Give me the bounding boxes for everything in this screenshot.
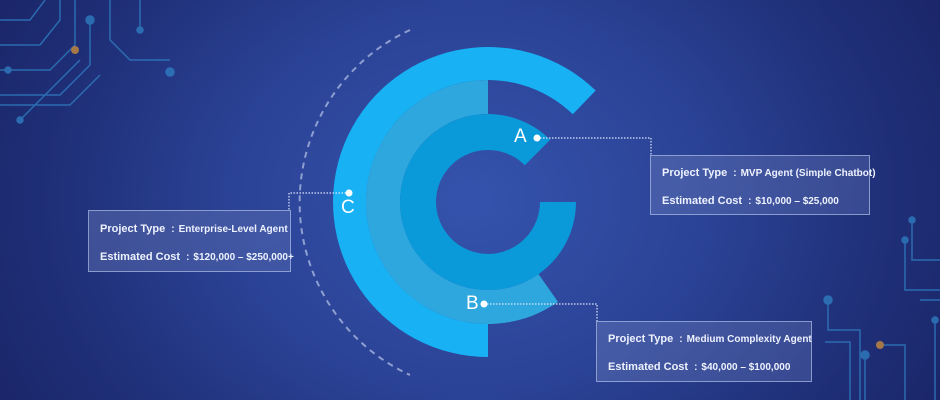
estimated-cost-value: $120,000 – $250,000+	[193, 252, 294, 263]
marker-dot-c	[345, 189, 353, 197]
project-type-value: Medium Complexity Agent	[686, 334, 812, 345]
segment-letter-b: B	[466, 293, 479, 314]
connector-c	[288, 192, 349, 210]
marker-dot-b	[480, 300, 488, 308]
project-type-label: Project Type	[608, 333, 674, 345]
separator: :	[748, 196, 752, 207]
separator: :	[186, 252, 190, 263]
separator: :	[694, 362, 698, 373]
info-box-a: Project Type:MVP Agent (Simple Chatbot) …	[650, 155, 876, 215]
estimated-cost-label: Estimated Cost	[100, 251, 181, 263]
estimated-cost-label: Estimated Cost	[662, 195, 743, 207]
connector-b	[484, 303, 598, 321]
dashed-guide-arc	[298, 29, 411, 376]
circuit-decoration-top-left	[0, 0, 175, 124]
segment-letter-a: A	[514, 126, 527, 147]
project-type-value: MVP Agent (Simple Chatbot)	[740, 168, 876, 179]
info-box-c: Project Type:Enterprise-Level Agent Esti…	[88, 210, 294, 272]
ring-segment-c	[333, 46, 596, 358]
info-box-b: Project Type:Medium Complexity Agent Est…	[596, 321, 812, 382]
project-type-value: Enterprise-Level Agent	[178, 224, 288, 235]
ring-segment-a	[400, 114, 576, 291]
estimated-cost-label: Estimated Cost	[608, 361, 689, 373]
ring-segment-b	[365, 79, 558, 324]
separator: :	[171, 224, 175, 235]
separator: :	[733, 168, 737, 179]
project-type-label: Project Type	[662, 167, 728, 179]
connector-lines	[288, 137, 652, 321]
estimated-cost-value: $10,000 – $25,000	[755, 196, 839, 207]
marker-dot-a	[533, 134, 541, 142]
separator: :	[679, 334, 683, 345]
project-type-label: Project Type	[100, 223, 166, 235]
circuit-decoration-bottom-right	[823, 216, 940, 400]
segment-letter-c: C	[341, 197, 355, 218]
connector-a	[537, 137, 652, 155]
estimated-cost-value: $40,000 – $100,000	[701, 362, 791, 373]
